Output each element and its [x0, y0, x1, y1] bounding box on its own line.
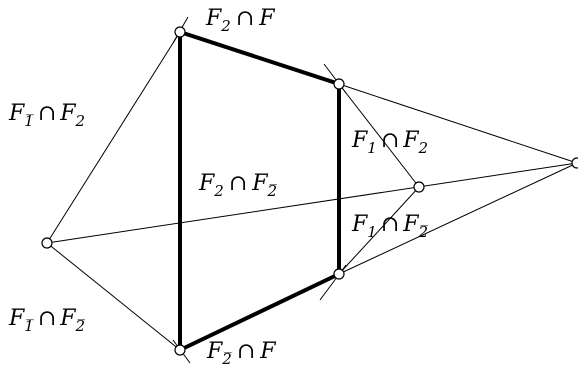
label-bottom-edge: F2̅∩F: [206, 339, 276, 368]
node-bottom-right: [333, 268, 345, 280]
label-left-outer-op: ∩: [38, 101, 56, 126]
label-left-lower-op: ∩: [38, 306, 56, 331]
label-right-lower-sub1: 1: [367, 223, 377, 241]
label-inner-center-base: F: [198, 171, 215, 196]
label-left-lower: F1̅∩F2̅: [8, 306, 85, 335]
label-top-edge-op: ∩: [236, 6, 254, 31]
line-left-to-bottom-left: [46, 242, 181, 351]
node-top-right: [333, 78, 345, 90]
label-right-upper-base: F: [351, 128, 368, 153]
label-right-upper: F1∩F2: [351, 128, 428, 157]
label-top-edge-sub1: 2: [220, 17, 231, 35]
label-left-lower-base2: F: [59, 306, 76, 331]
label-left-outer-base2: F: [59, 101, 76, 126]
label-inner-center-op: ∩: [229, 171, 247, 196]
label-bottom-edge-base2: F: [259, 339, 276, 364]
label-inner-center-base2: F: [251, 171, 268, 196]
line-left-to-top-left: [46, 31, 181, 244]
construction-lines: [46, 16, 578, 364]
label-right-lower-op: ∩: [381, 212, 399, 237]
label-left-outer-sub1: 1̅: [24, 112, 34, 130]
label-left-outer-base: F: [8, 101, 25, 126]
label-left-lower-sub1: 1̅: [24, 317, 34, 335]
node-left: [41, 237, 53, 249]
label-bottom-edge-op: ∩: [237, 339, 255, 364]
line-top-right-to-mid-node: [338, 83, 420, 188]
line-bottom-right-to-mid-node: [338, 186, 420, 275]
label-left-lower-base: F: [8, 306, 25, 331]
label-right-upper-op: ∩: [381, 128, 399, 153]
label-right-lower-base2: F: [402, 212, 419, 237]
node-top-left: [174, 26, 186, 38]
label-right-upper-sub1: 1: [367, 139, 377, 157]
line-top-right-to-right-apex: [338, 83, 578, 164]
line-left-to-right-apex: [46, 162, 578, 244]
label-bottom-edge-base: F: [206, 339, 223, 364]
label-left-outer-sub2: 2: [75, 112, 86, 130]
label-right-upper-sub2: 2: [418, 139, 429, 157]
node-mid: [413, 181, 425, 193]
label-inner-center-sub1: 2: [213, 182, 224, 200]
label-top-edge-base: F: [205, 6, 222, 31]
line-bottom-right-to-right-apex: [338, 162, 578, 275]
label-right-lower-base: F: [351, 212, 368, 237]
label-inner-center-sub2: 2̅: [267, 182, 278, 200]
label-left-lower-sub2: 2̅: [75, 317, 86, 335]
label-top-edge-base2: F: [258, 6, 275, 31]
label-right-upper-base2: F: [402, 128, 419, 153]
node-bottom-left: [174, 344, 186, 356]
label-left-outer: F1̅∩F2: [8, 101, 85, 130]
label-right-lower-sub2: 2̅: [418, 223, 429, 241]
node-right-apex: [571, 157, 578, 169]
label-inner-center: F2∩F2̅: [198, 171, 277, 200]
label-bottom-edge-sub1: 2̅: [221, 350, 232, 368]
nodes: [41, 26, 578, 356]
label-top-edge: F2∩F: [205, 6, 275, 35]
label-right-lower: F1∩F2̅: [351, 212, 428, 241]
